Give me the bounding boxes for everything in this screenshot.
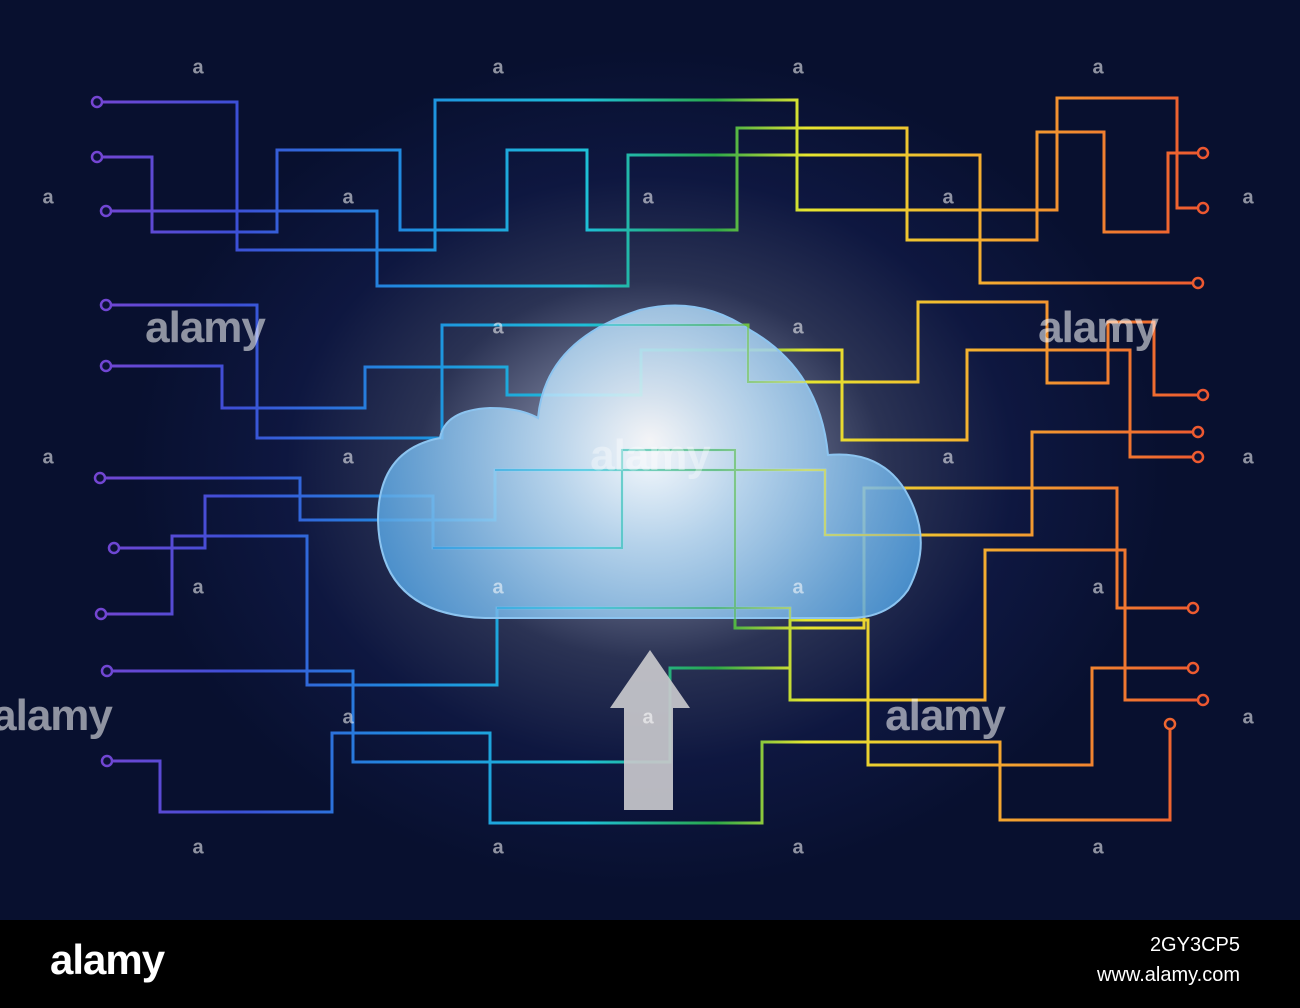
watermark-mark: a bbox=[1242, 706, 1254, 729]
upload-arrow-icon bbox=[610, 650, 690, 810]
image-id: 2GY3CP5 bbox=[1149, 934, 1240, 956]
watermark-mark: a bbox=[492, 576, 504, 599]
watermark-mark: a bbox=[492, 316, 504, 339]
cloud-icon bbox=[376, 304, 922, 619]
watermark-mark: a bbox=[942, 186, 954, 209]
watermark-mark: a bbox=[642, 706, 654, 729]
cloud-circuit-illustration: a a a a a a a a a a a a a a a a a a a a … bbox=[0, 0, 1300, 920]
watermark-mark: a bbox=[42, 186, 54, 209]
watermark-mark: a bbox=[192, 576, 204, 599]
footer-logo: alamy bbox=[50, 936, 165, 983]
watermark-brand: alamy bbox=[1038, 303, 1159, 352]
watermark-mark: a bbox=[1092, 56, 1104, 79]
watermark-mark: a bbox=[42, 446, 54, 469]
watermark-mark: a bbox=[192, 56, 204, 79]
watermark-mark: a bbox=[342, 446, 354, 469]
circuit-terminals bbox=[90, 95, 1210, 768]
footer-bar: alamy 2GY3CP5 www.alamy.com bbox=[0, 920, 1300, 1008]
watermark-mark: a bbox=[1092, 836, 1104, 859]
watermark-mark: a bbox=[1242, 186, 1254, 209]
watermark-mark: a bbox=[192, 836, 204, 859]
footer-url: www.alamy.com bbox=[1097, 964, 1240, 986]
watermark-mark: a bbox=[792, 576, 804, 599]
watermark-brand: alamy bbox=[0, 691, 113, 740]
watermark-mark: a bbox=[1242, 446, 1254, 469]
watermark-mark: a bbox=[642, 186, 654, 209]
watermark-mark: a bbox=[492, 56, 504, 79]
watermark-brand: alamy bbox=[590, 431, 711, 480]
watermark-brand: alamy bbox=[145, 303, 266, 352]
watermark-mark: a bbox=[792, 316, 804, 339]
watermark-mark: a bbox=[342, 706, 354, 729]
circuit-lines-over-cloud bbox=[433, 324, 920, 628]
watermark-mark: a bbox=[492, 836, 504, 859]
watermark-mark: a bbox=[792, 56, 804, 79]
watermark-mark: a bbox=[792, 836, 804, 859]
watermark-mark: a bbox=[342, 186, 354, 209]
watermark-brand: alamy bbox=[885, 691, 1006, 740]
watermark-mark: a bbox=[942, 446, 954, 469]
circuit-graphic bbox=[90, 95, 1210, 825]
watermark-mark: a bbox=[1092, 576, 1104, 599]
